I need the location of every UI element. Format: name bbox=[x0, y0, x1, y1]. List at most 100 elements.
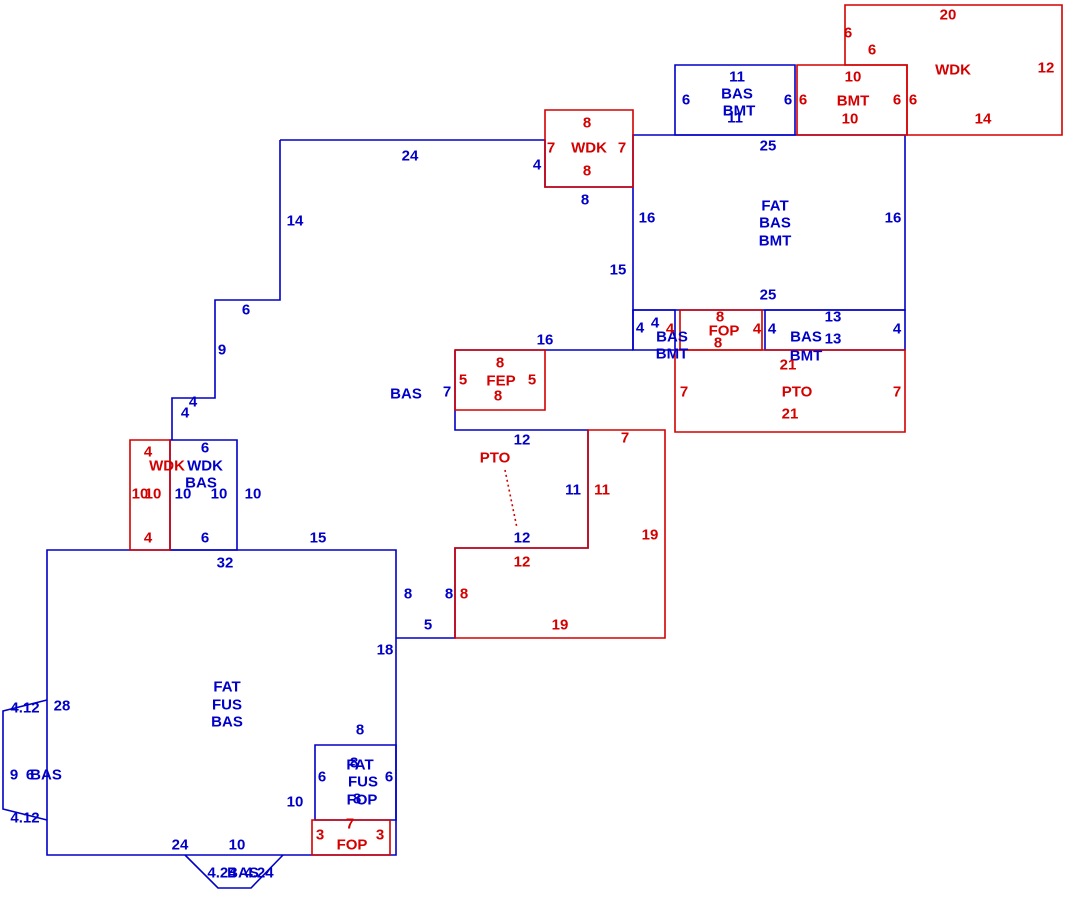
area-label: BMT bbox=[790, 348, 823, 365]
dimension-label: 4 bbox=[181, 405, 190, 422]
dimension-label: 6 bbox=[201, 440, 209, 457]
dimension-label: 10 bbox=[229, 837, 246, 854]
dimension-label: 25 bbox=[760, 138, 777, 155]
dimension-label: 8 bbox=[445, 586, 453, 603]
area-label: BAS bbox=[211, 714, 243, 731]
dimension-label: 6 bbox=[784, 92, 792, 109]
shape-wdk-left-red bbox=[129, 439, 171, 551]
dimension-label: 7 bbox=[621, 430, 629, 447]
dimension-label: 20 bbox=[940, 7, 957, 24]
dimension-label: 12 bbox=[1038, 60, 1055, 77]
area-label: WDK bbox=[571, 140, 607, 157]
area-label: FUS bbox=[348, 774, 378, 791]
dimension-label: 4.24 bbox=[244, 865, 274, 882]
dimension-label: 10 bbox=[145, 486, 162, 503]
area-label: BAS bbox=[30, 767, 62, 784]
area-label: BAS bbox=[721, 86, 753, 103]
dimension-label: 6 bbox=[318, 769, 326, 786]
dimension-label: 4 bbox=[144, 530, 153, 547]
dimension-label: 8 bbox=[716, 309, 724, 326]
dimension-label: 12 bbox=[514, 554, 531, 571]
dimension-label: 6 bbox=[26, 767, 34, 784]
area-label: FOP bbox=[337, 837, 368, 854]
dimension-label: 4.12 bbox=[10, 810, 39, 827]
area-label: WDK bbox=[935, 62, 971, 79]
shape-bottom-bay bbox=[184, 854, 284, 889]
dimension-label: 16 bbox=[885, 210, 902, 227]
dimension-label: 8 bbox=[356, 722, 364, 739]
dimension-label: 11 bbox=[565, 482, 581, 499]
dimension-label: 21 bbox=[782, 406, 799, 423]
area-label: PTO bbox=[782, 384, 813, 401]
area-label: FOP bbox=[709, 323, 740, 340]
dimension-label: 6 bbox=[799, 92, 807, 109]
shape-left-bay bbox=[2, 699, 48, 821]
area-label: PTO bbox=[480, 450, 511, 467]
area-label: BAS bbox=[656, 329, 688, 346]
dimension-label: 8 bbox=[583, 163, 591, 180]
dimension-label: 14 bbox=[287, 213, 304, 230]
dimension-label: 8 bbox=[496, 355, 504, 372]
area-label: FAT bbox=[213, 679, 240, 696]
dimension-label: 9 bbox=[10, 767, 18, 784]
dimension-label: 4 bbox=[189, 394, 198, 411]
dimension-label: 6 bbox=[682, 92, 690, 109]
dimension-label: 3 bbox=[376, 827, 384, 844]
dimension-label: 3 bbox=[316, 827, 324, 844]
dimension-label: 15 bbox=[310, 530, 327, 547]
shape-pto-right bbox=[674, 349, 906, 433]
dimension-label: 6 bbox=[909, 92, 917, 109]
dimension-label: 16 bbox=[537, 332, 554, 349]
dimension-label: 10 bbox=[211, 486, 228, 503]
dimension-label: 6 bbox=[893, 92, 901, 109]
dimension-label: 4 bbox=[666, 321, 675, 338]
dimension-label: 10 bbox=[132, 486, 149, 503]
dimension-label: 4 bbox=[144, 444, 153, 461]
dimension-label: 19 bbox=[642, 527, 659, 544]
area-label: BAS bbox=[790, 329, 822, 346]
dimension-label: 4 bbox=[651, 315, 660, 332]
dimension-label: 8 bbox=[494, 388, 502, 405]
dimension-label: 7 bbox=[618, 140, 626, 157]
area-label: BMT bbox=[656, 346, 689, 363]
dimension-label: 12 bbox=[514, 530, 531, 547]
area-label: FOP bbox=[347, 792, 378, 809]
dimension-label: 11 bbox=[729, 69, 745, 86]
dimension-label: 11 bbox=[727, 110, 743, 127]
area-label: BAS bbox=[185, 475, 217, 492]
dimension-label: 4 bbox=[636, 320, 645, 337]
shape-upper-west-wall bbox=[171, 140, 281, 440]
dimension-label: 14 bbox=[975, 111, 992, 128]
shape-bmt-top bbox=[796, 64, 908, 136]
area-label: WDK bbox=[149, 458, 185, 475]
dimension-label: 5 bbox=[459, 372, 467, 389]
dimension-label: 4 bbox=[753, 321, 762, 338]
dimension-label: 10 bbox=[245, 486, 262, 503]
area-label: BAS bbox=[227, 865, 259, 882]
dimension-label: 10 bbox=[287, 794, 304, 811]
dimension-label: 8 bbox=[350, 755, 358, 772]
area-label: BAS bbox=[759, 215, 791, 232]
area-label: BMT bbox=[759, 233, 792, 250]
dimension-label: 4.24 bbox=[207, 865, 237, 882]
dimension-label: 6 bbox=[844, 25, 852, 42]
dimension-label: 19 bbox=[552, 617, 569, 634]
dimension-label: 4 bbox=[893, 321, 902, 338]
dimension-label: 6 bbox=[201, 530, 209, 547]
shape-fep bbox=[454, 349, 546, 411]
dimension-label: 7 bbox=[547, 140, 555, 157]
shape-fop-bottom bbox=[311, 819, 391, 856]
dimension-label: 7 bbox=[346, 816, 354, 833]
dimension-label: 8 bbox=[460, 586, 468, 603]
dimension-label: 8 bbox=[714, 335, 722, 352]
dimension-label: 11 bbox=[594, 482, 610, 499]
dimension-label: 5 bbox=[424, 617, 432, 634]
shape-main-lower-area bbox=[46, 549, 397, 856]
dimension-label: 32 bbox=[217, 555, 234, 572]
shape-pto-l-shape bbox=[454, 429, 666, 639]
area-label: FAT bbox=[761, 198, 788, 215]
dimension-label: 24 bbox=[402, 148, 419, 165]
shape-pto-leader bbox=[504, 469, 518, 529]
